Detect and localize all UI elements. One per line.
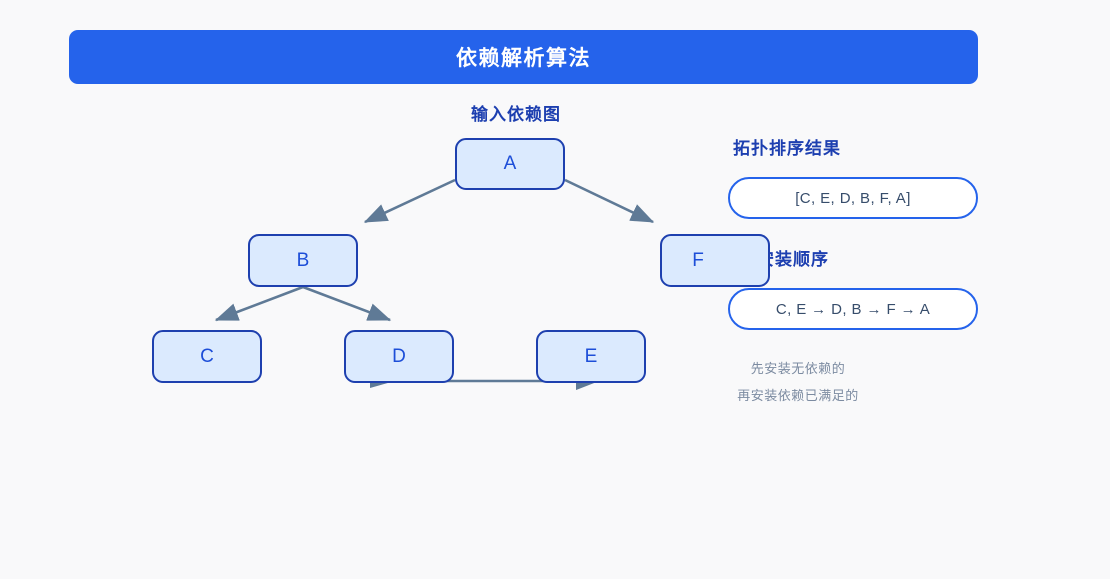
install-note-first: 先安装无依赖的	[750, 361, 846, 376]
page-title: 依赖解析算法	[456, 47, 591, 70]
topological-result-value: [C, E, D, B, F, A]	[795, 189, 911, 207]
graph-node-f-label: F	[692, 249, 704, 271]
install-order-section-heading: 安装顺序	[757, 250, 829, 269]
topological-result-box: [C, E, D, B, F, A]	[728, 177, 978, 219]
graph-node-d[interactable]: D	[344, 330, 454, 383]
graph-node-a-label: A	[503, 153, 517, 174]
graph-section-heading: 输入依赖图	[471, 105, 561, 124]
edge-b-d	[302, 285, 392, 322]
graph-node-a[interactable]: A	[455, 138, 565, 190]
graph-node-c[interactable]: C	[152, 330, 262, 383]
edge-a-f	[564, 178, 655, 224]
install-order-value: C, E → D, B → F → A	[775, 300, 931, 318]
edge-b-c	[214, 285, 304, 322]
graph-node-d-label: D	[392, 345, 406, 367]
page-title-bar: 依赖解析算法	[69, 30, 978, 84]
install-note-second: 再安装依赖已满足的	[737, 388, 859, 403]
graph-node-b[interactable]: B	[248, 234, 358, 287]
edge-a-b	[363, 178, 456, 224]
graph-node-c-label: C	[200, 345, 214, 367]
topological-section-heading: 拓扑排序结果	[733, 139, 841, 158]
graph-node-b-label: B	[296, 249, 310, 271]
graph-node-e-label: E	[584, 345, 598, 367]
graph-node-e[interactable]: E	[536, 330, 646, 383]
graph-node-f[interactable]: F	[660, 234, 770, 287]
install-order-box: C, E → D, B → F → A	[728, 288, 978, 330]
